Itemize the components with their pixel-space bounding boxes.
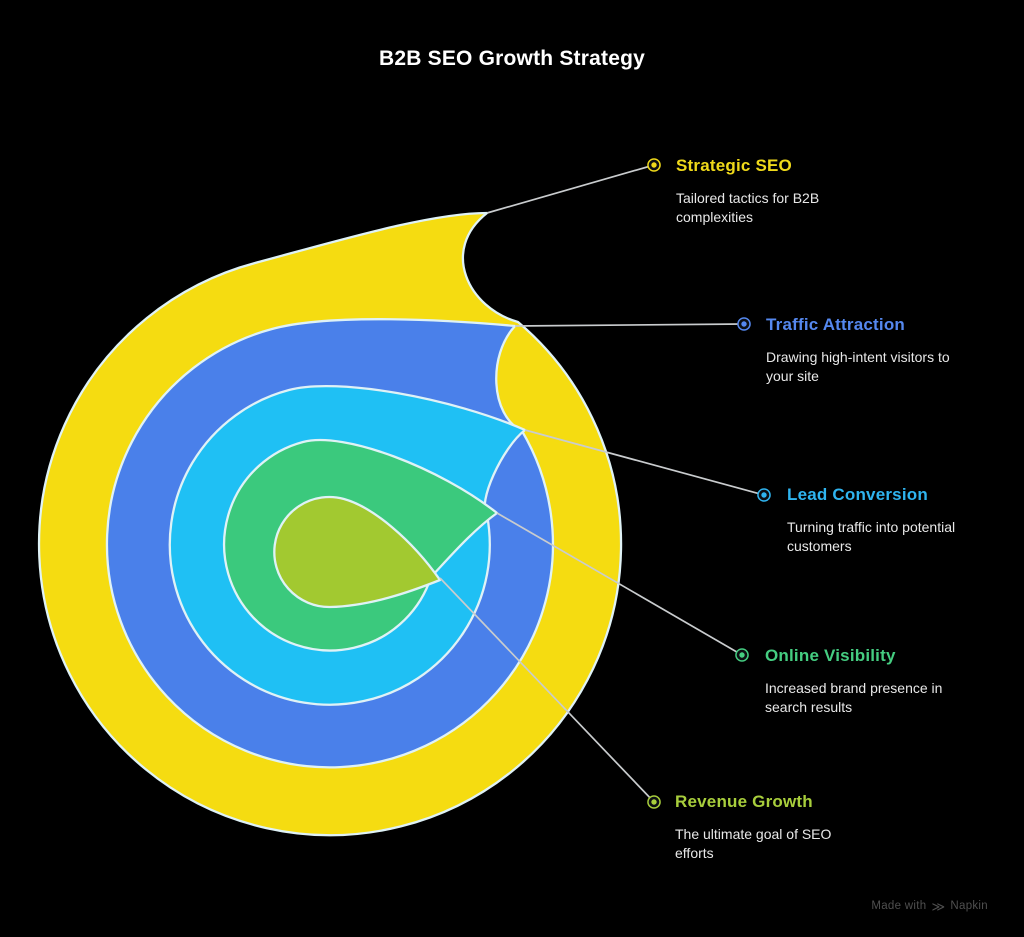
callout-online-visibility: Online Visibility Increased brand presen… (765, 646, 1005, 717)
connector-revenue-growth (439, 577, 655, 803)
layer-shape-revenue-growth (273, 495, 442, 609)
page-title: B2B SEO Growth Strategy (379, 47, 645, 70)
watermark-prefix: Made with (871, 900, 927, 912)
callout-strategic-seo: Strategic SEO Tailored tactics for B2B c… (676, 156, 916, 227)
bullet-dot-revenue-growth (647, 795, 661, 809)
made-with-napkin-watermark: Made with ≫ Napkin (871, 898, 988, 914)
callout-description: Tailored tactics for B2B complexities (676, 190, 820, 225)
connector-strategic-seo (486, 164, 655, 214)
connector-traffic-attraction (514, 323, 745, 327)
callout-title: Lead Conversion (787, 485, 928, 504)
callout-title: Traffic Attraction (766, 315, 905, 334)
callout-title: Revenue Growth (675, 792, 813, 811)
bullet-dot-lead-conversion (757, 488, 771, 502)
callout-title: Online Visibility (765, 646, 896, 665)
watermark-brand: Napkin (950, 900, 988, 912)
bullet-dot-traffic-attraction (737, 317, 751, 331)
callout-revenue-growth: Revenue Growth The ultimate goal of SEO … (675, 792, 915, 863)
connector-lead-conversion (524, 429, 765, 496)
callout-traffic-attraction: Traffic Attraction Drawing high-intent v… (766, 315, 1006, 386)
callout-description: Increased brand presence in search resul… (765, 680, 943, 715)
bullet-dot-strategic-seo (647, 158, 661, 172)
callout-lead-conversion: Lead Conversion Turning traffic into pot… (787, 485, 1024, 556)
connector-online-visibility (496, 512, 743, 656)
callout-description: The ultimate goal of SEO efforts (675, 826, 832, 861)
napkin-logo-icon: ≫ (931, 898, 946, 914)
bullet-dot-online-visibility (735, 648, 749, 662)
callout-title: Strategic SEO (676, 156, 792, 175)
callout-description: Turning traffic into potential customers (787, 519, 956, 554)
callout-description: Drawing high-intent visitors to your sit… (766, 349, 950, 384)
